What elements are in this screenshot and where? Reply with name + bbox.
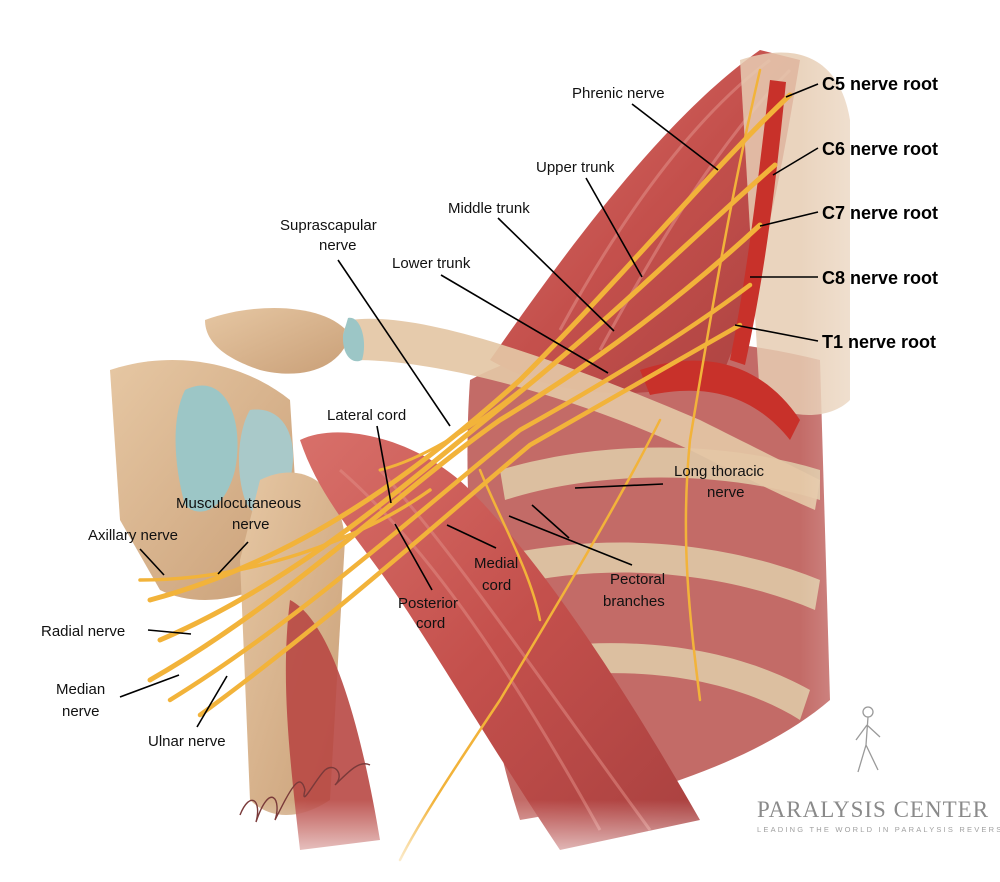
leader-lateral-cord (376, 425, 392, 504)
walking-figure-icon (855, 706, 881, 773)
lower-arm-muscle (285, 600, 380, 850)
leader-c6 (772, 147, 819, 176)
leader-middle-trunk (497, 217, 615, 332)
leader-c7 (759, 211, 819, 227)
watermark-tagline: LEADING THE WORLD IN PARALYSIS REVERSAL (757, 825, 1000, 834)
label-medial-cord-line1: Medial (474, 555, 518, 572)
muscle-strand (378, 469, 652, 831)
rib (480, 542, 820, 610)
label-median-line1: Median (56, 681, 105, 698)
leader-posterior-cord (394, 523, 433, 591)
label-lateral-cord: Lateral cord (327, 407, 406, 424)
label-t1-root: T1 nerve root (822, 332, 936, 352)
leader-radial (147, 629, 192, 635)
edge-fade-right (800, 0, 1000, 882)
leader-median (119, 674, 180, 698)
watermark-logo: PARALYSIS CENTER LEADING THE WORLD IN PA… (757, 706, 1000, 834)
label-c5-root: C5 nerve root (822, 74, 938, 94)
leader-long-thoracic (574, 483, 664, 489)
leader-medial-cord (446, 524, 497, 549)
edge-fade-bottom (0, 800, 1000, 882)
label-long-thoracic-line1: Long thoracic (674, 463, 765, 480)
label-suprascapular-line2: nerve (319, 237, 357, 254)
label-suprascapular-line1: Suprascapular (280, 217, 377, 234)
label-radial-nerve: Radial nerve (41, 623, 125, 640)
muscle-strand (339, 468, 602, 831)
pectoralis-minor-muscle (300, 432, 700, 850)
label-musculocutaneous-line1: Musculocutaneous (176, 495, 301, 512)
acromion (205, 308, 350, 374)
label-axillary-nerve: Axillary nerve (88, 527, 178, 544)
label-median-line2: nerve (62, 703, 100, 720)
neck-muscle-strand (558, 58, 771, 331)
label-pectoral-line2: branches (603, 593, 665, 610)
leader-axillary (139, 548, 165, 576)
leader-musculocutaneous (217, 541, 249, 575)
labels: Phrenic nerve Upper trunk Middle trunk S… (41, 74, 938, 750)
watermark-title: PARALYSIS CENTER (757, 797, 989, 822)
label-upper-trunk: Upper trunk (536, 159, 615, 176)
label-c6-root: C6 nerve root (822, 139, 938, 159)
glenoid-cartilage (175, 385, 238, 512)
clavicle (343, 318, 820, 510)
brachial-plexus-nerves (138, 68, 793, 862)
label-phrenic-nerve: Phrenic nerve (572, 85, 665, 102)
artist-signature (239, 763, 371, 823)
subclavian-artery (640, 360, 800, 440)
label-medial-cord-line2: cord (482, 577, 511, 594)
clavicle-end-cartilage (342, 317, 365, 362)
leader-c5 (785, 83, 819, 98)
label-posterior-cord-line1: Posterior (398, 595, 458, 612)
label-c7-root: C7 nerve root (822, 203, 938, 223)
label-long-thoracic-line2: nerve (707, 484, 745, 501)
label-middle-trunk: Middle trunk (448, 200, 530, 217)
leader-pectoral (508, 515, 633, 566)
label-lower-trunk: Lower trunk (392, 255, 471, 272)
leader-ulnar (196, 675, 228, 728)
leader-lower-trunk (440, 274, 609, 374)
label-posterior-cord-line2: cord (416, 615, 445, 632)
leader-phrenic (631, 103, 719, 171)
label-pectoral-line1: Pectoral (610, 571, 665, 588)
leader-suprascapular (337, 259, 451, 427)
label-musculocutaneous-line2: nerve (232, 516, 270, 533)
leader-pectoral-2 (531, 504, 570, 539)
leader-lines (119, 83, 819, 728)
label-c8-root: C8 nerve root (822, 268, 938, 288)
label-ulnar-nerve: Ulnar nerve (148, 733, 226, 750)
leader-upper-trunk (585, 177, 643, 278)
leader-t1 (734, 324, 819, 342)
vertebral-artery (730, 80, 786, 365)
